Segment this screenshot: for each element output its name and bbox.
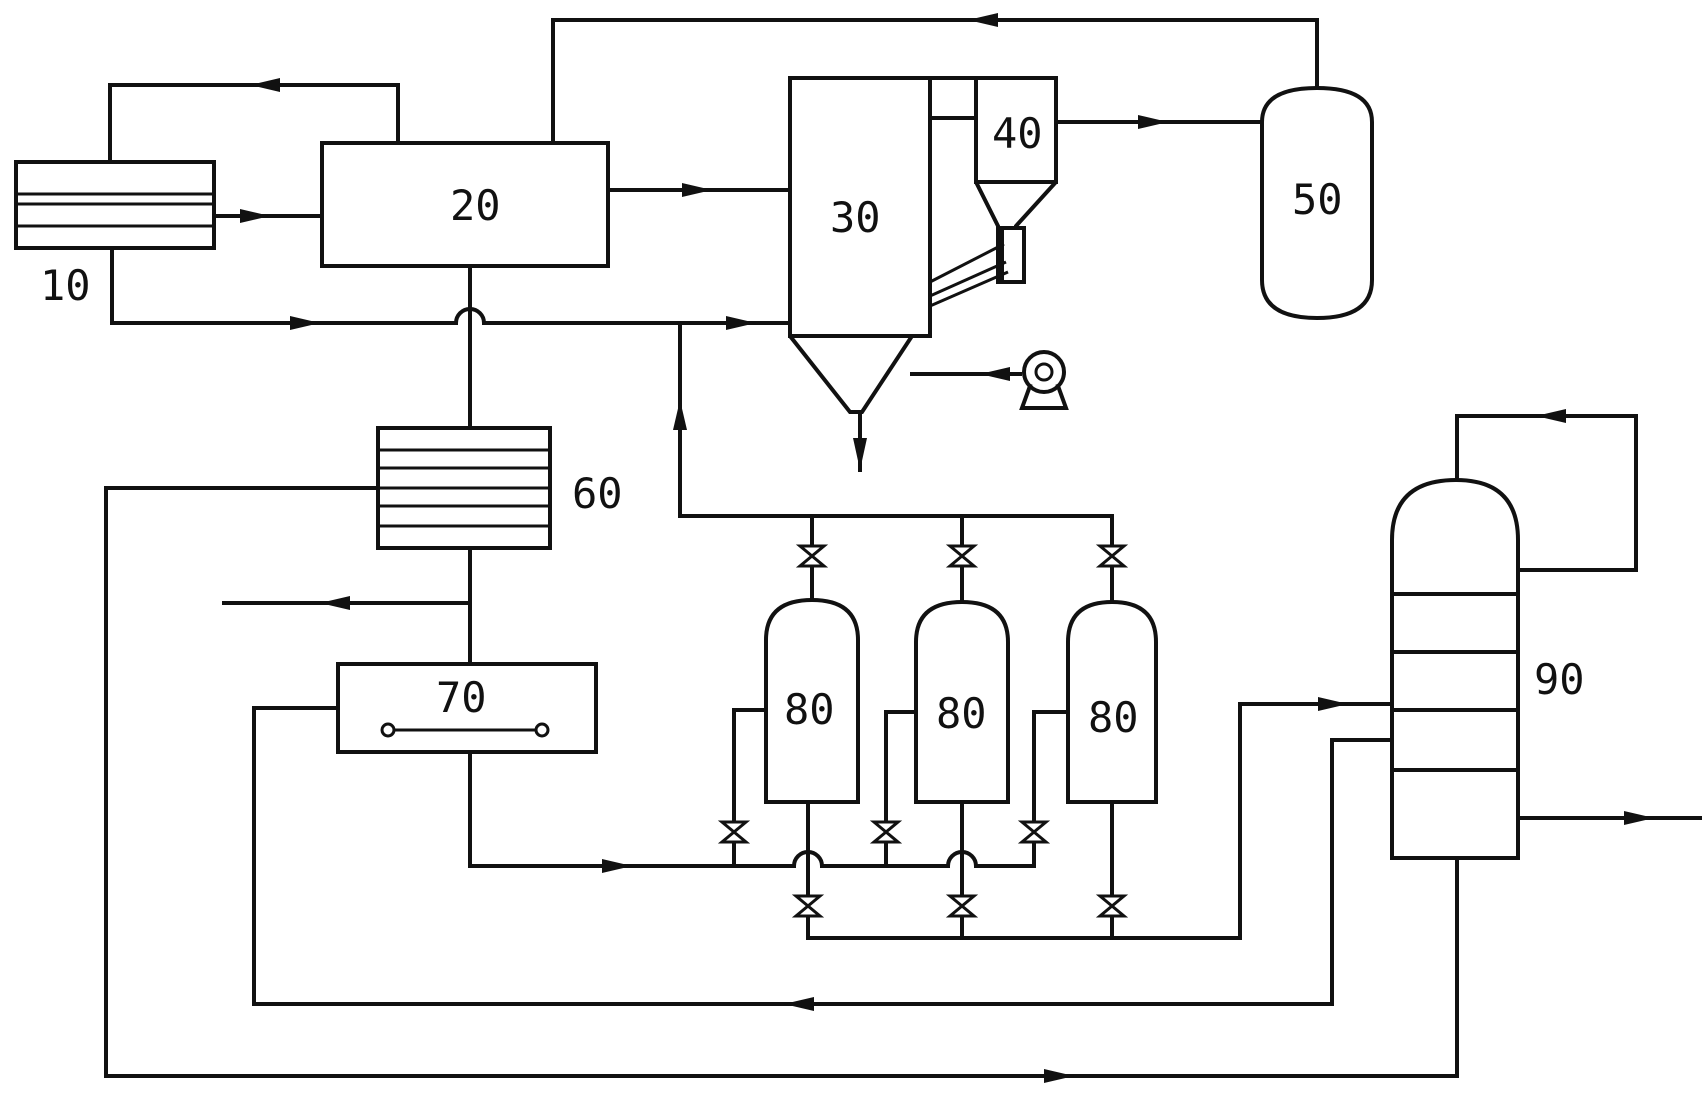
unit-30-body: [788, 76, 932, 414]
pipe-80c-side: [1032, 710, 1070, 868]
arrow-50-to-20: [968, 13, 998, 27]
arrow-into-30: [726, 316, 756, 330]
unit-50-body: [1260, 85, 1374, 321]
unit-80c: 80: [1066, 599, 1158, 804]
unit-40-label: 40: [992, 109, 1043, 158]
arrow-top-loop: [250, 78, 280, 92]
unit-50: 50: [1260, 85, 1374, 321]
unit-10-label: 10: [40, 261, 91, 310]
arrow-90-to-60: [1044, 1069, 1074, 1083]
adsorber-side-lines: [732, 708, 1070, 868]
valve-80b-bottom: [945, 894, 979, 918]
valve-80c-bottom: [1095, 894, 1129, 918]
pipe-90-reflux: [1455, 414, 1638, 572]
unit-80a-body: [764, 597, 860, 804]
unit-90-label: 90: [1534, 655, 1585, 704]
unit-20-body: [320, 141, 610, 268]
pipe-90-to-60: [104, 486, 1459, 1078]
pipe-80a-side: [732, 708, 768, 868]
valve-80a-bottom: [791, 894, 825, 918]
unit-20-label: 20: [450, 181, 501, 230]
unit-40: 40: [929, 76, 1058, 308]
unit-70-body: [336, 662, 598, 754]
unit-80c-body: [1066, 599, 1158, 804]
flow-arrows: [240, 13, 1654, 1083]
pipe-80b-side: [884, 710, 918, 868]
blower-body: [1022, 350, 1066, 394]
valve-80b-top: [945, 544, 979, 568]
arrow-outlet-left: [320, 596, 350, 610]
arrow-discharge: [853, 438, 867, 470]
unit-60: 60: [376, 426, 623, 550]
arrow-90-outlet: [1624, 811, 1654, 825]
arrow-90-to-70: [784, 997, 814, 1011]
valves: [717, 544, 1129, 918]
unit-80a-label: 80: [784, 685, 835, 734]
unit-70: 70: [336, 662, 598, 754]
unit-10: 10: [14, 160, 216, 310]
connector-30-40: [928, 76, 978, 120]
arrow-20-to-30: [682, 183, 712, 197]
unit-80c-label: 80: [1088, 693, 1139, 742]
unit-80b: 80: [914, 599, 1010, 804]
unit-60-label: 60: [572, 469, 623, 518]
unit-80b-body: [914, 599, 1010, 804]
valve-80a-top: [795, 544, 829, 568]
unit-90-body: [1390, 477, 1520, 860]
arrow-70-to-80: [602, 859, 632, 873]
blower: [1019, 350, 1069, 410]
valve-80c-side: [1017, 820, 1051, 844]
unit-50-label: 50: [1292, 175, 1343, 224]
unit-80b-label: 80: [936, 689, 987, 738]
arrow-blower: [980, 367, 1010, 381]
unit-30-label: 30: [830, 193, 881, 242]
valve-80c-top: [1095, 544, 1129, 568]
pipe-50-to-20-top: [551, 18, 1319, 145]
arrow-reflux: [1536, 409, 1566, 423]
pipe-70-to-80-header: [468, 740, 1034, 868]
unit-20: 20: [320, 141, 610, 268]
arrow-40-to-50: [1138, 115, 1168, 129]
pipe-80-to-30: [678, 321, 1114, 518]
unit-70-label: 70: [436, 673, 487, 722]
arrow-10-to-30: [290, 316, 320, 330]
unit-40-outlet: [1000, 226, 1026, 284]
adsorber-bottom-lines: [806, 800, 1114, 940]
valve-80a-side: [717, 820, 751, 844]
unit-90: 90: [1390, 477, 1585, 860]
unit-80a: 80: [764, 597, 860, 804]
valve-80b-side: [869, 820, 903, 844]
arrow-into-90: [1318, 697, 1348, 711]
unit-30: 30: [788, 76, 978, 414]
arrow-10-to-20: [240, 209, 270, 223]
arrow-80-to-30-up: [673, 400, 687, 430]
